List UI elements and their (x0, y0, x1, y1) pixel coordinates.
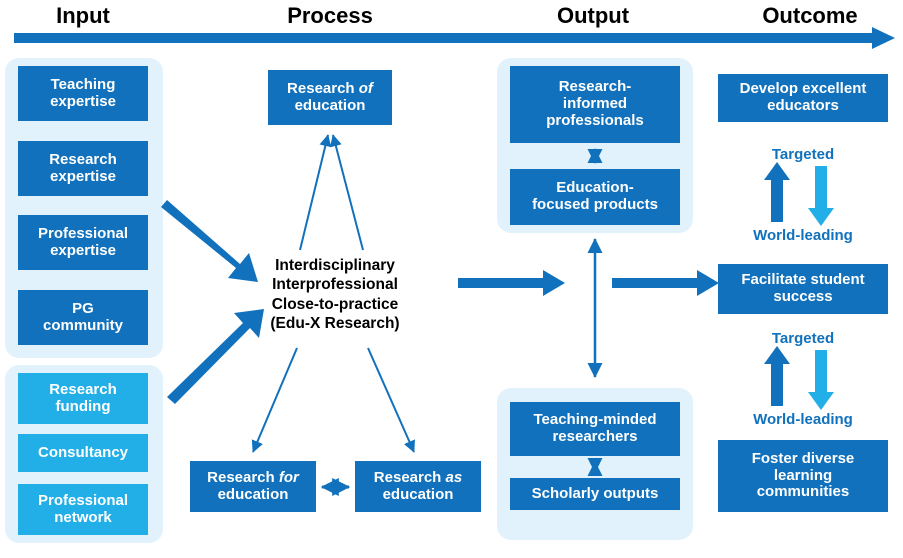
input-box-professional-network[interactable]: Professional network (18, 484, 148, 535)
outcome-label-world-leading-top: World-leading (753, 227, 853, 244)
output-box-teaching-minded-researchers[interactable]: Teaching-minded researchers (510, 402, 680, 456)
arrow-targeted-up-top (764, 162, 790, 222)
outcome-label-world-leading-bottom: World-leading (753, 411, 853, 428)
input-box-consultancy[interactable]: Consultancy (18, 434, 148, 472)
arrow-world-leading-down-top (808, 166, 834, 226)
process-core-label: Interdisciplinary Interprofessional Clos… (270, 257, 400, 333)
arrow-process-to-output (458, 270, 565, 296)
column-title-outcome: Outcome (762, 3, 858, 28)
input-box-research-expertise[interactable]: Research expertise (18, 141, 148, 196)
arrow-core-to-research-of-right (330, 134, 364, 251)
input-box-teaching-expertise[interactable]: Teaching expertise (18, 66, 148, 121)
outcome-label-targeted-bottom: Targeted (771, 330, 835, 347)
column-title-output: Output (556, 3, 630, 28)
header-progress-arrow (14, 27, 895, 49)
column-title-process: Process (287, 3, 373, 28)
output-box-research-informed-professionals[interactable]: Research- informed professionals (510, 66, 680, 143)
output-box-scholarly-outputs[interactable]: Scholarly outputs (510, 478, 680, 510)
arrow-core-to-research-as (367, 347, 415, 453)
research-as-text: Research as education (373, 468, 463, 503)
arrow-output-to-outcome (612, 270, 719, 296)
output-box-education-focused-products[interactable]: Education- focused products (510, 169, 680, 225)
outcome-label-targeted-top: Targeted (771, 146, 835, 163)
arrow-core-to-research-for (251, 347, 298, 453)
research-for-text: Research for education (207, 468, 299, 503)
input-box-research-funding[interactable]: Research funding (18, 373, 148, 424)
arrow-targeted-up-bottom (764, 346, 790, 406)
process-box-research-as-education[interactable]: Research as education (355, 461, 481, 512)
arrow-core-to-research-of-left (299, 134, 332, 251)
research-of-text: Research of education (287, 79, 373, 114)
process-box-research-for-education[interactable]: Research for education (190, 461, 316, 512)
outcome-box-develop-excellent-educators[interactable]: Develop excellent educators (718, 74, 888, 122)
outcome-box-foster-diverse-learning-communities[interactable]: Foster diverse learning communities (718, 440, 888, 512)
outcome-box-facilitate-student-success[interactable]: Facilitate student success (718, 264, 888, 314)
arrow-world-leading-down-bottom (808, 350, 834, 410)
process-box-research-of-education[interactable]: Research of education (268, 70, 392, 125)
column-title-input: Input (56, 3, 110, 28)
input-box-professional-expertise[interactable]: Professional expertise (18, 215, 148, 270)
arrow-expertise-to-core (161, 200, 258, 282)
input-box-pg-community[interactable]: PG community (18, 290, 148, 345)
